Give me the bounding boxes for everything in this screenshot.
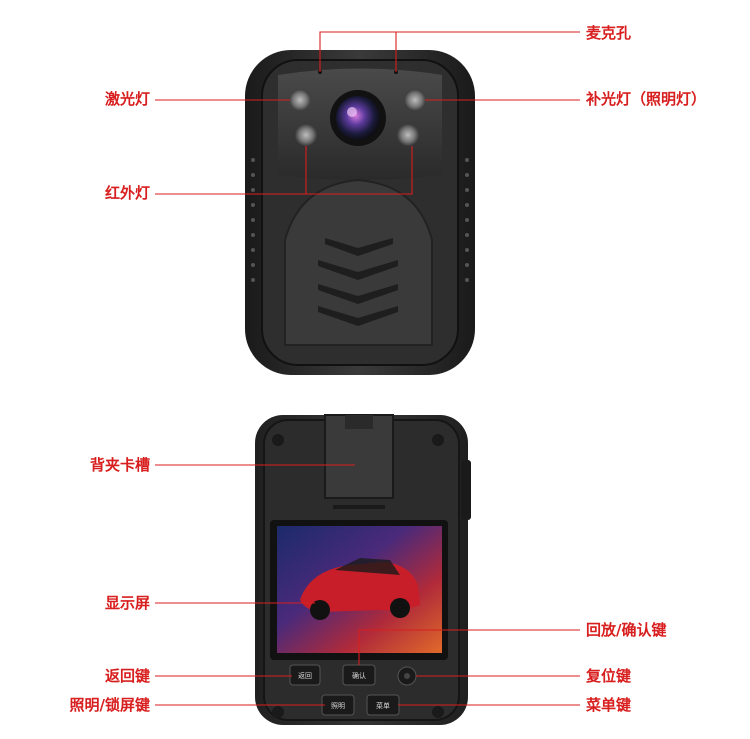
label-display: 显示屏 [104,594,150,612]
label-back: 返回键 [104,667,150,685]
playback-key-label: 确认 [352,671,366,680]
label-laser: 激光灯 [104,90,150,108]
leader-lines [155,31,580,706]
label-menu: 菜单键 [586,696,632,714]
back-key-label: 返回 [298,672,312,680]
menu-key-label: 菜单 [376,701,390,710]
label-infrared: 红外灯 [104,184,150,202]
label-back-clip: 背夹卡槽 [89,456,150,474]
light-key-label: 照明 [331,702,345,710]
front-device [245,50,475,375]
label-light-lock: 照明/锁屏键 [69,696,150,714]
label-microphone: 麦克孔 [586,24,632,42]
label-reset: 复位键 [586,667,632,685]
label-playback-confirm: 回放/确认键 [586,621,667,639]
back-device: 返回 确认 照明 菜单 [255,414,471,725]
label-fill-light: 补光灯（照明灯） [586,90,707,108]
